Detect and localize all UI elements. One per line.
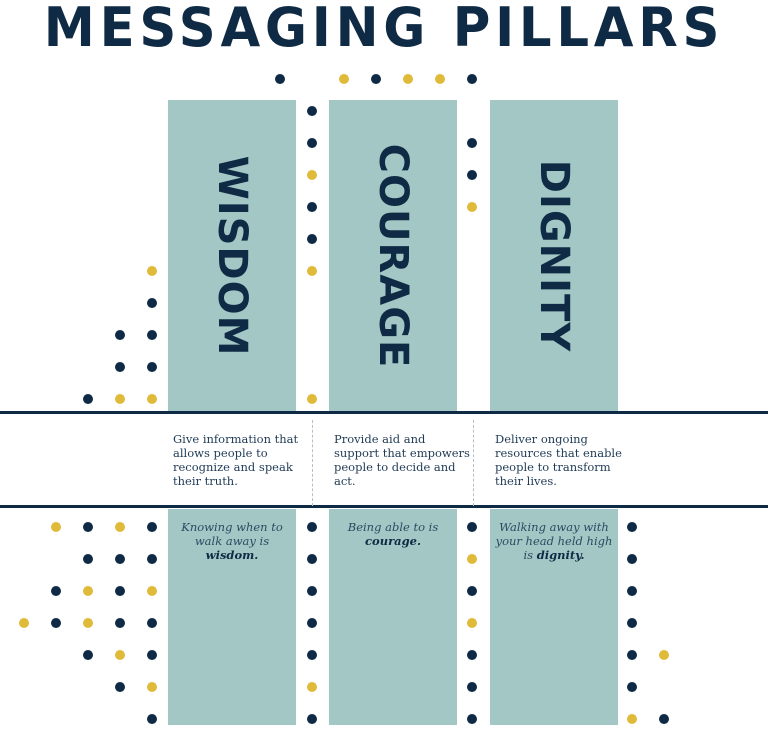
pillar-courage-lower: Being able to is courage. [329, 509, 457, 725]
navy-dot [83, 522, 93, 532]
navy-dot [307, 554, 317, 564]
navy-dot [467, 138, 477, 148]
gold-dot [307, 394, 317, 404]
navy-dot [275, 74, 285, 84]
navy-dot [307, 106, 317, 116]
navy-dot [83, 394, 93, 404]
gold-dot [339, 74, 349, 84]
gold-dot [627, 714, 637, 724]
gold-dot [19, 618, 29, 628]
navy-dot [307, 522, 317, 532]
navy-dot [115, 554, 125, 564]
navy-dot [115, 586, 125, 596]
gold-dot [147, 682, 157, 692]
pillar-wisdom: WISDOM [168, 100, 296, 412]
navy-dot [627, 554, 637, 564]
navy-dot [147, 362, 157, 372]
divider-top [0, 411, 768, 414]
gold-dot [147, 394, 157, 404]
navy-dot [51, 618, 61, 628]
gold-dot [115, 394, 125, 404]
gold-dot [115, 522, 125, 532]
navy-dot [115, 362, 125, 372]
navy-dot [147, 554, 157, 564]
quote-text: Being able to is [347, 520, 439, 534]
navy-dot [83, 650, 93, 660]
navy-dot [627, 522, 637, 532]
navy-dot [115, 682, 125, 692]
navy-dot [147, 650, 157, 660]
navy-dot [307, 618, 317, 628]
gold-dot [435, 74, 445, 84]
quote-emphasis: courage. [365, 534, 421, 548]
navy-dot [307, 202, 317, 212]
page-title: MESSAGING PILLARS [43, 0, 725, 59]
dignity-description: Deliver ongoing resources that enable pe… [495, 432, 622, 488]
gold-dot [659, 650, 669, 660]
navy-dot [307, 650, 317, 660]
navy-dot [627, 650, 637, 660]
gold-dot [403, 74, 413, 84]
pillar-name: COURAGE [370, 143, 416, 369]
gold-dot [467, 618, 477, 628]
pillar-name: DIGNITY [531, 159, 577, 353]
gold-dot [83, 586, 93, 596]
dignity-quote: Walking away with your head held high is… [490, 520, 618, 562]
navy-dot [307, 586, 317, 596]
quote-text: Knowing when to walk away is [181, 520, 283, 548]
navy-dot [371, 74, 381, 84]
navy-dot [147, 298, 157, 308]
navy-dot [467, 682, 477, 692]
navy-dot [627, 682, 637, 692]
quote-text: Walking away with your head held high is [495, 520, 613, 562]
quote-emphasis: wisdom. [205, 548, 259, 562]
gold-dot [83, 618, 93, 628]
navy-dot [115, 618, 125, 628]
gold-dot [147, 586, 157, 596]
gold-dot [307, 682, 317, 692]
pillar-wisdom-lower: Knowing when to walk away is wisdom. [168, 509, 296, 725]
navy-dot [147, 618, 157, 628]
navy-dot [467, 650, 477, 660]
gold-dot [115, 650, 125, 660]
navy-dot [147, 330, 157, 340]
navy-dot [83, 554, 93, 564]
wisdom-quote: Knowing when to walk away is wisdom. [168, 520, 296, 562]
navy-dot [467, 714, 477, 724]
pillar-dignity: DIGNITY [490, 100, 618, 412]
dashed-separator [312, 420, 313, 506]
navy-dot [627, 586, 637, 596]
gold-dot [467, 554, 477, 564]
navy-dot [467, 586, 477, 596]
navy-dot [307, 714, 317, 724]
pillar-courage: COURAGE [329, 100, 457, 412]
courage-quote: Being able to is courage. [329, 520, 457, 548]
courage-description: Provide aid and support that empowers pe… [334, 432, 470, 488]
pillar-dignity-lower: Walking away with your head held high is… [490, 509, 618, 725]
gold-dot [51, 522, 61, 532]
navy-dot [307, 138, 317, 148]
navy-dot [147, 522, 157, 532]
navy-dot [467, 522, 477, 532]
navy-dot [51, 586, 61, 596]
gold-dot [147, 266, 157, 276]
navy-dot [115, 330, 125, 340]
navy-dot [307, 234, 317, 244]
gold-dot [307, 170, 317, 180]
pillar-name: WISDOM [209, 155, 255, 357]
gold-dot [467, 202, 477, 212]
navy-dot [659, 714, 669, 724]
quote-emphasis: dignity. [536, 548, 585, 562]
dashed-separator [473, 420, 474, 506]
gold-dot [307, 266, 317, 276]
navy-dot [147, 714, 157, 724]
navy-dot [627, 618, 637, 628]
navy-dot [467, 74, 477, 84]
navy-dot [467, 170, 477, 180]
divider-bottom [0, 505, 768, 508]
wisdom-description: Give information that allows people to r… [173, 432, 299, 488]
